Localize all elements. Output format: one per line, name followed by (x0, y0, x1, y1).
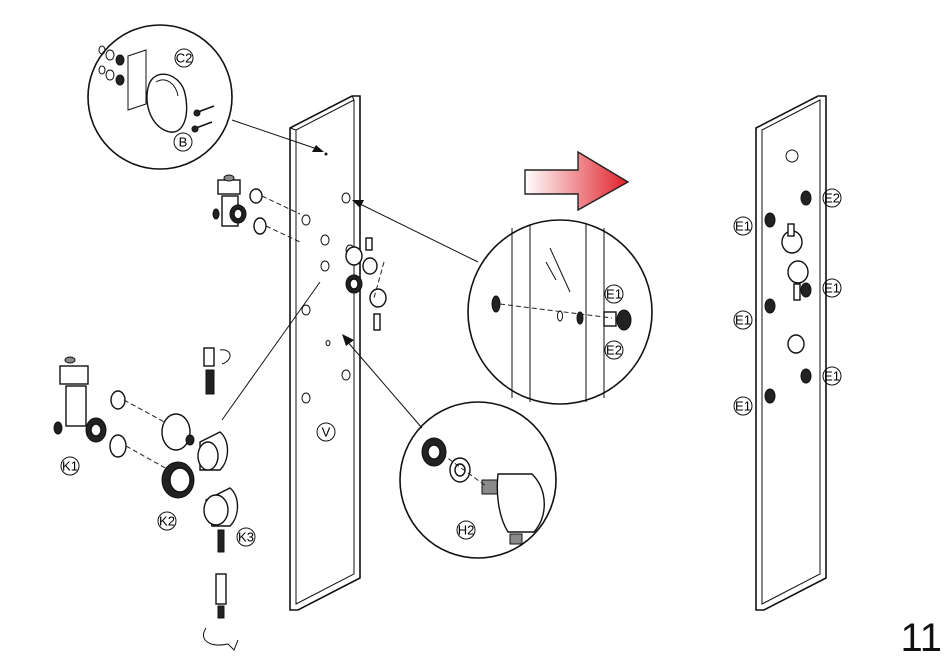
panel-valve-parts (346, 238, 386, 330)
label-c2-text: C2 (176, 51, 193, 66)
label-right-e2-text: E2 (824, 191, 840, 206)
leader-c2-arrowhead (312, 145, 324, 152)
right-panel-labels: E2 E1 E1 E1 E1 E1 (734, 189, 841, 415)
detail-circle-h2: H2 (400, 402, 556, 558)
right-shower-panel (756, 96, 826, 610)
label-right-e1-d-text: E1 (824, 369, 840, 384)
label-right-e1-a-text: E1 (735, 219, 751, 234)
lower-mixer (54, 348, 238, 650)
red-direction-arrow (525, 152, 628, 210)
label-e1-detail-text: E1 (606, 287, 622, 302)
label-h2-text: H2 (458, 523, 475, 538)
label-e2-detail-text: E2 (606, 343, 622, 358)
leader-k (222, 282, 320, 420)
page-number: 11 (900, 618, 942, 658)
detail-circle-c2: C2 B (88, 25, 232, 169)
upper-mixer (213, 175, 300, 242)
label-v-text: V (322, 425, 331, 440)
leader-h2-arrowhead (342, 334, 354, 346)
label-right-e1-c-text: E1 (735, 313, 751, 328)
label-k1-text: K1 (62, 459, 78, 474)
left-shower-panel (290, 96, 360, 610)
leader-h2 (346, 340, 422, 428)
label-right-e1-e-text: E1 (735, 399, 751, 414)
label-k2-text: K2 (159, 514, 175, 529)
label-b-text: B (179, 135, 188, 150)
label-v: V (317, 423, 335, 441)
detail-circle-e1-e2: E1 E2 (468, 220, 652, 404)
leader-e (356, 202, 478, 262)
label-right-e1-b-text: E1 (824, 281, 840, 296)
label-k3-text: K3 (238, 530, 254, 545)
